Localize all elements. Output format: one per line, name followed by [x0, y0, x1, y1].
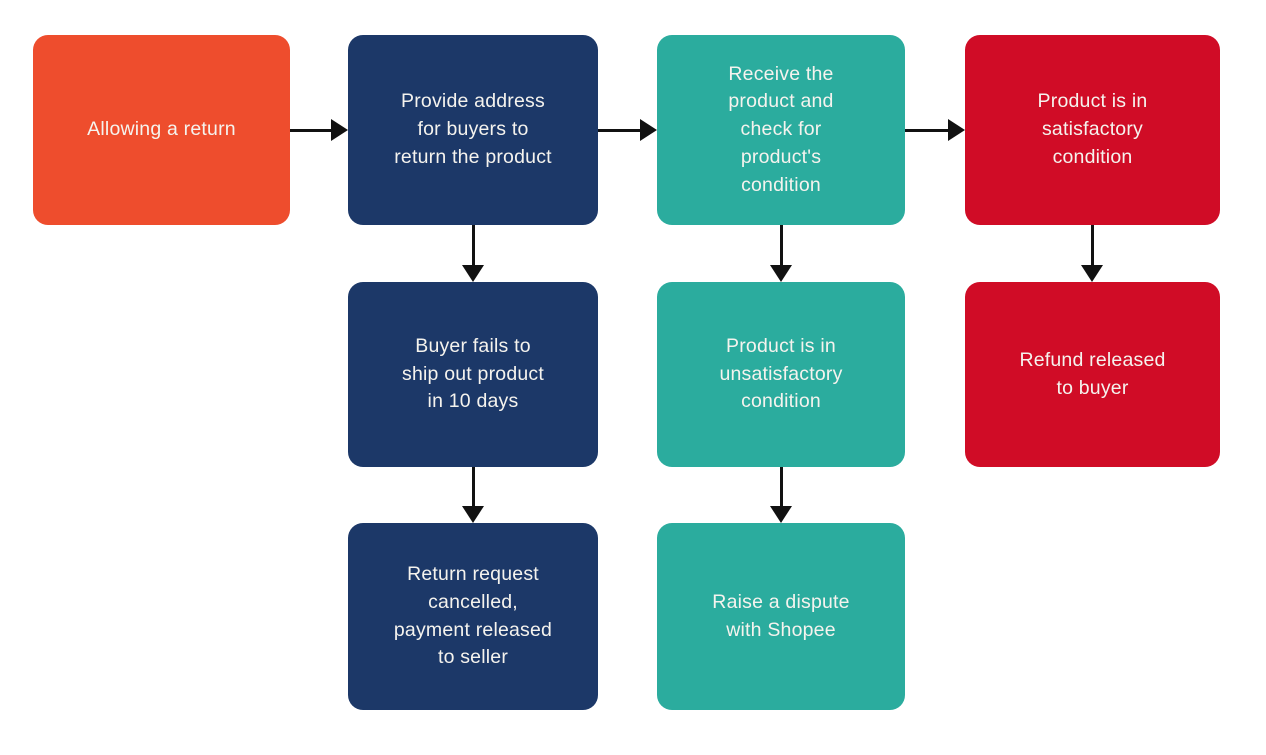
arrow-right-icon — [290, 119, 348, 141]
arrow-shaft — [905, 128, 948, 132]
node-label: Provide address for buyers to return the… — [394, 90, 552, 168]
node-allowing-return: Allowing a return — [33, 35, 290, 225]
arrow-down-icon — [1081, 225, 1103, 282]
node-receive-product: Receive the product and check for produc… — [657, 35, 905, 225]
arrow-shaft — [779, 225, 783, 265]
node-label: Refund released to buyer — [1019, 348, 1166, 399]
node-unsatisfactory-condition: Product is in unsatisfactory condition — [657, 282, 905, 467]
arrow-shaft — [290, 128, 331, 132]
arrow-right-icon — [598, 119, 657, 141]
node-provide-address: Provide address for buyers to return the… — [348, 35, 598, 225]
arrow-shaft — [471, 225, 475, 265]
arrow-shaft — [598, 128, 640, 132]
arrow-right-icon — [905, 119, 965, 141]
arrow-shaft — [779, 467, 783, 506]
node-label: Buyer fails to ship out product in 10 da… — [402, 334, 544, 413]
arrow-head — [640, 119, 657, 141]
arrow-head — [462, 265, 484, 282]
arrow-head — [462, 506, 484, 523]
node-label: Raise a dispute with Shopee — [712, 590, 850, 641]
arrow-shaft — [471, 467, 475, 506]
node-label: Return request cancelled, payment releas… — [393, 563, 553, 669]
arrow-head — [1081, 265, 1103, 282]
node-label: Receive the product and check for produc… — [728, 62, 834, 196]
node-satisfactory-condition: Product is in satisfactory condition — [965, 35, 1220, 225]
node-label: Product is in unsatisfactory condition — [719, 334, 843, 413]
node-label: Product is in satisfactory condition — [1037, 90, 1148, 168]
arrow-down-icon — [770, 467, 792, 523]
node-raise-dispute: Raise a dispute with Shopee — [657, 523, 905, 710]
arrow-head — [770, 265, 792, 282]
arrow-down-icon — [462, 467, 484, 523]
arrow-shaft — [1090, 225, 1094, 265]
node-buyer-fails-ship: Buyer fails to ship out product in 10 da… — [348, 282, 598, 467]
arrow-head — [770, 506, 792, 523]
arrow-down-icon — [770, 225, 792, 282]
arrow-head — [331, 119, 348, 141]
node-refund-released: Refund released to buyer — [965, 282, 1220, 467]
node-return-cancelled: Return request cancelled, payment releas… — [348, 523, 598, 710]
node-label: Allowing a return — [87, 118, 236, 141]
arrow-head — [948, 119, 965, 141]
arrow-down-icon — [462, 225, 484, 282]
